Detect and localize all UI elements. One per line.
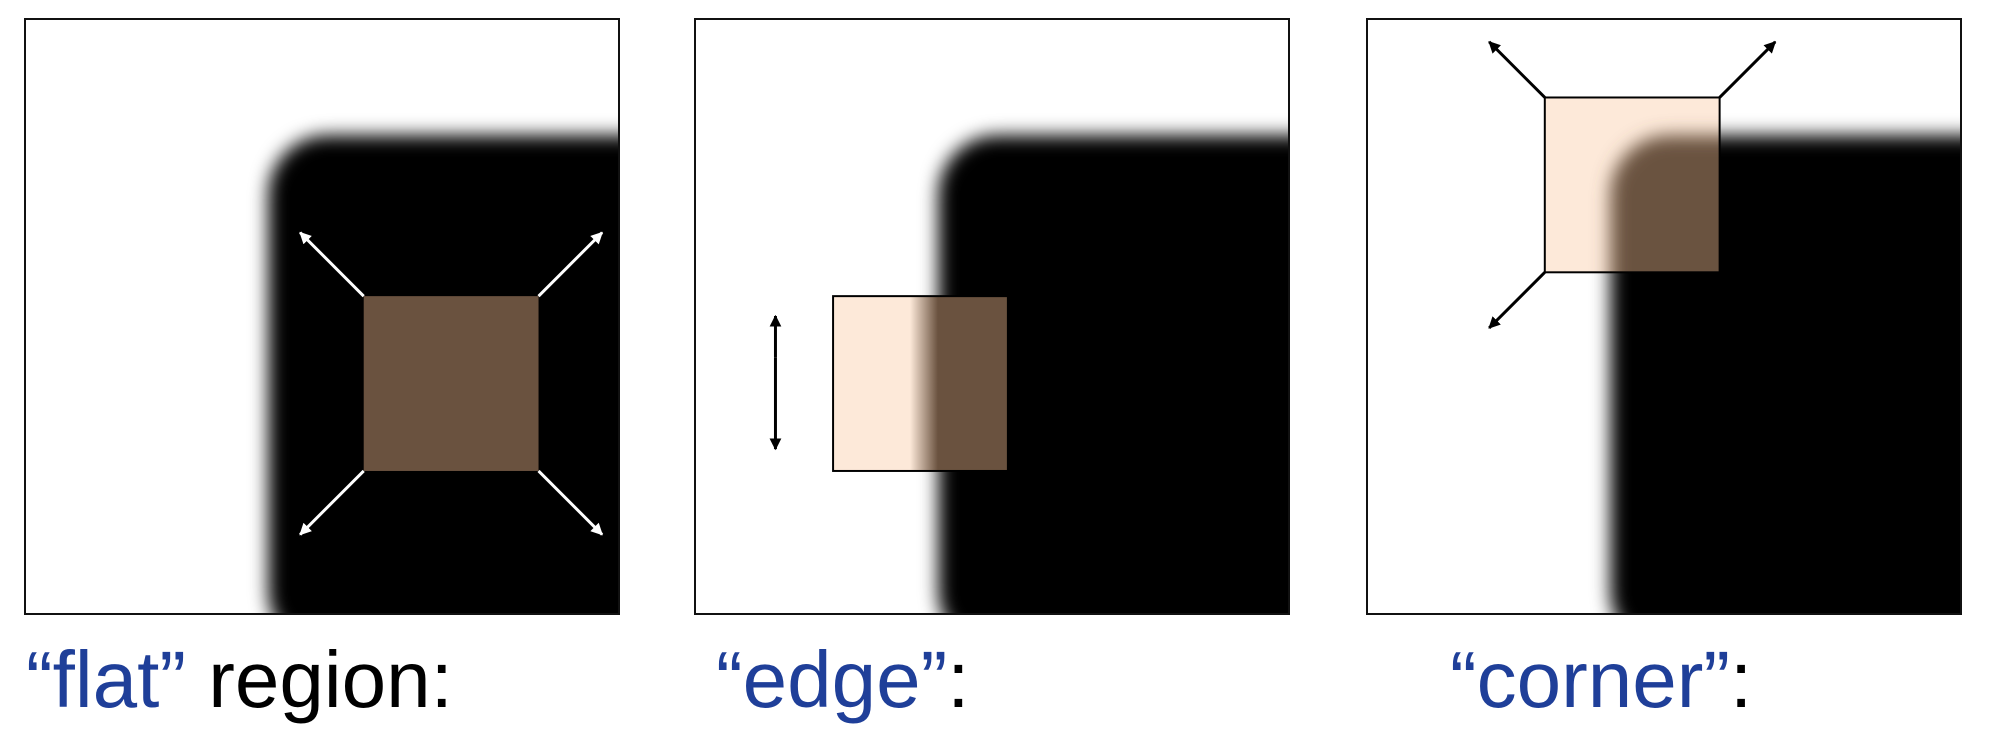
flat-region-illustration [26, 20, 618, 613]
edge-illustration [696, 20, 1288, 613]
corner-caption-rest: : [1730, 635, 1753, 724]
edge-caption-rest: : [947, 635, 970, 724]
corner-panel [1366, 18, 1962, 615]
dark-shape [938, 135, 1288, 613]
corner-caption: “corner”: [1450, 632, 1752, 728]
edge-caption-quoted: “edge” [716, 635, 948, 724]
flat-region-caption: “flat” region: [26, 632, 453, 728]
edge-panel [694, 18, 1290, 615]
corner-illustration [1368, 20, 1960, 613]
shift-arrows-icon [299, 231, 604, 536]
flat-region-panel [24, 18, 620, 615]
edge-caption: “edge”: [716, 632, 969, 728]
shift-arrows-icon [1488, 40, 1777, 329]
window-square [363, 296, 539, 471]
flat-caption-quoted: “flat” [26, 635, 186, 724]
flat-caption-rest: region: [186, 635, 453, 724]
window-square [832, 295, 1009, 472]
window-square [1544, 97, 1720, 273]
corner-caption-quoted: “corner” [1450, 635, 1731, 724]
window-outline [1543, 96, 1721, 274]
